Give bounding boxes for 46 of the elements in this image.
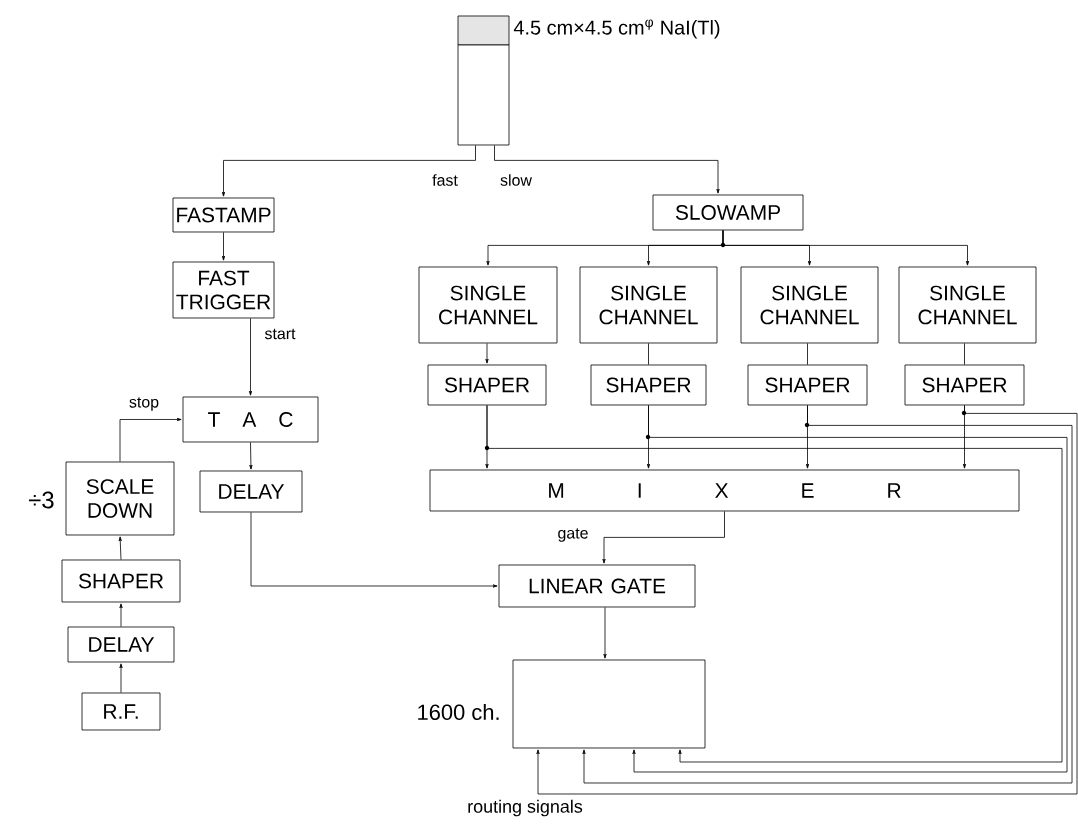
arrow [119, 663, 123, 693]
edge-label: fast [432, 174, 458, 186]
arrow [248, 318, 253, 396]
process-box: DELAY [67, 626, 175, 663]
arrow [119, 417, 182, 462]
arrow [250, 512, 498, 588]
process-box: FASTAMP [172, 197, 275, 233]
process-box: LINEAR GATE [498, 564, 696, 608]
arrow [603, 607, 607, 659]
arrow [249, 442, 253, 470]
process-box: SHAPER [61, 559, 181, 603]
process-box: T A C [182, 396, 319, 443]
arrow [486, 405, 1063, 763]
edge-label: slow [500, 174, 532, 186]
arrow [118, 536, 122, 560]
arrow [722, 230, 970, 266]
annotation: 1600 ch. [418, 703, 499, 721]
process-box: SHAPER [904, 364, 1025, 406]
arrow [221, 232, 226, 261]
process-box: SCALE DOWN [65, 461, 175, 536]
arrow [221, 145, 476, 197]
edge-label: stop [129, 397, 159, 411]
photomultiplier-box [457, 44, 510, 146]
arrow [485, 343, 489, 364]
process-box: SINGLE CHANNEL [898, 266, 1037, 344]
mixer-box: M I X E R [429, 469, 1020, 512]
analyzer-box [512, 659, 706, 749]
arrow [494, 145, 720, 194]
arrow [602, 511, 725, 564]
note: routing signals [468, 799, 583, 817]
process-box: SINGLE CHANNEL [418, 266, 558, 344]
crystal-box [457, 15, 510, 46]
process-box: SHAPER [427, 364, 547, 406]
process-box: SLOWAMP [652, 194, 804, 231]
process-box: SINGLE CHANNEL [579, 266, 718, 344]
process-box: SHAPER [747, 364, 868, 406]
process-box: SINGLE CHANNEL [740, 266, 879, 344]
arrow [119, 603, 123, 627]
edge-label: gate [558, 528, 588, 542]
process-box: SHAPER [590, 364, 707, 406]
process-box: FAST TRIGGER [172, 261, 275, 319]
annotation: 4.5 cm×4.5 cm$^{φ}$ NaI(Tl) [513, 19, 720, 39]
process-box: R.F. [81, 692, 161, 731]
process-box: DELAY [199, 470, 303, 513]
annotation: ÷3 [28, 491, 54, 509]
edge-label: start [264, 328, 296, 340]
